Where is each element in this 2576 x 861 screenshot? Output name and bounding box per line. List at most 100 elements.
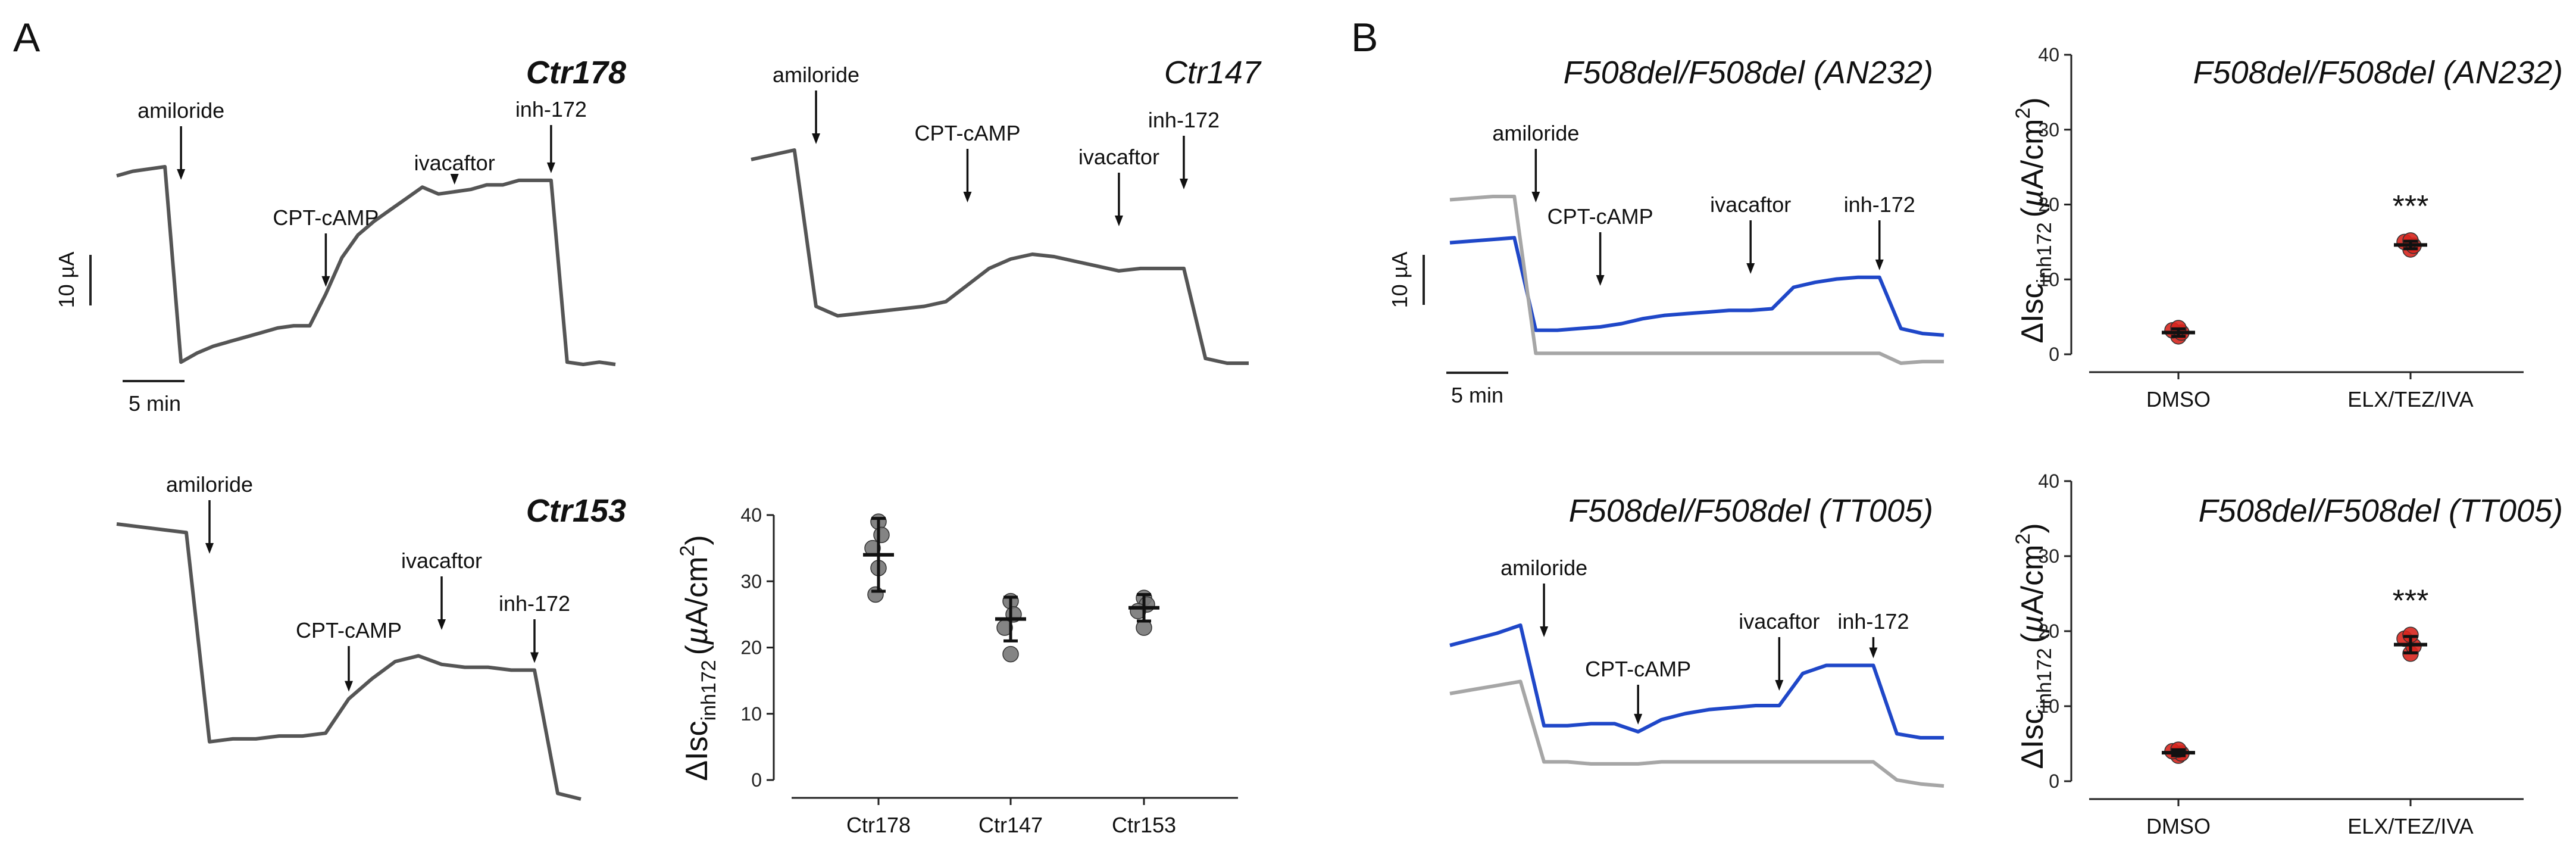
trace-line-0 [751,148,1249,365]
annotation-arrow-head [1875,259,1884,270]
annotation-label-inh-172: inh-172 [1837,609,1909,634]
annotation-arrow-head [1531,192,1540,202]
annotation-arrow-head [321,276,330,287]
svg-text:ΔIscinh172(µA/cm2): ΔIscinh172(µA/cm2) [2012,97,2056,343]
data-point [1002,645,1019,663]
scale-label-current-a: 10 µA [54,252,79,308]
y-tick-label: 10 [2038,695,2059,717]
annotation-label-cpt-camp: CPT-cAMP [1585,657,1691,681]
annotation-arrow-head [1540,626,1549,637]
scatter-title-tt005: F508del/F508del (TT005) [2199,493,2563,529]
annotation-label-amiloride: amiloride [773,63,859,87]
scale-label-current-b: 10 µA [1387,252,1412,308]
y-tick-label: 20 [2038,620,2059,642]
annotation-arrow-head [812,133,821,144]
annotation-label-inh-172: inh-172 [515,97,587,121]
panel-label-a: A [13,15,40,60]
annotation-arrow-head [1179,179,1188,189]
trace-line-0 [1449,623,1944,740]
annotation-arrow-head [205,543,214,554]
x-tick-label-ctr178: Ctr178 [846,813,911,837]
annotation-label-inh-172: inh-172 [1844,192,1915,217]
annotation-label-cpt-camp: CPT-cAMP [914,121,1020,145]
trace-line-0 [116,522,582,801]
svg-text:ΔIscinh172(µA/cm2): ΔIscinh172(µA/cm2) [2012,523,2056,769]
y-tick-label: 40 [2038,470,2059,492]
annotation-label-amiloride: amiloride [137,98,224,123]
y-tick-label: 40 [740,504,762,526]
scatter-title-an232: F508del/F508del (AN232) [2193,55,2563,91]
y-tick-label: 20 [740,637,762,659]
annotation-label-ivacaftor: ivacaftor [401,548,482,573]
annotation-arrow-head [1869,647,1878,659]
annotation-label-amiloride: amiloride [1492,121,1579,145]
y-tick-label: 40 [2038,44,2059,65]
data-point [867,586,884,603]
annotation-label-ivacaftor: ivacaftor [1739,609,1820,634]
annotation-arrow-head [546,162,555,173]
y-tick-label: 20 [2038,194,2059,216]
annotation-label-amiloride: amiloride [1500,556,1587,580]
ylabel-tt005: ΔIscinh172(µA/cm2) [2012,523,2056,769]
x-tick-label-ctr153: Ctr153 [1112,813,1176,837]
significance-marker: *** [2393,584,2429,618]
data-point [873,526,890,544]
y-tick-label: 0 [2049,344,2059,365]
x-tick-label-elx-tez-iva: ELX/TEZ/IVA [2347,814,2473,838]
trace-title-ctr153: Ctr153 [526,493,626,529]
annotation-arrow-head [1634,713,1643,725]
annotation-arrow-head [345,681,353,692]
trace-line-1 [1449,679,1944,788]
trace-title-ctr147: Ctr147 [1164,55,1262,91]
annotation-label-cpt-camp: CPT-cAMP [1548,204,1653,229]
scale-label-time-a: 5 min [129,391,181,416]
scale-bar-a: 10 µA 5 min [54,252,185,416]
x-tick-label-ctr147: Ctr147 [978,813,1043,837]
annotation-label-ivacaftor: ivacaftor [414,151,495,175]
annotation-arrow-head [1596,275,1605,286]
significance-marker: *** [2393,189,2429,224]
annotation-label-cpt-camp: CPT-cAMP [296,618,402,642]
annotation-arrow-head [1775,680,1784,691]
y-tick-label: 0 [751,769,762,791]
x-tick-label-dmso: DMSO [2146,387,2211,411]
scale-bar-b: 10 µA 5 min [1387,252,1508,407]
trace-line-0 [1449,236,1944,337]
scale-label-time-b: 5 min [1451,383,1503,407]
svg-text:ΔIscinh172(µA/cm2): ΔIscinh172(µA/cm2) [676,535,720,781]
trace-line-1 [1449,195,1944,365]
annotation-label-inh-172: inh-172 [1148,108,1220,132]
y-tick-label: 10 [2038,269,2059,290]
annotation-arrow-head [963,192,972,202]
annotation-label-inh-172: inh-172 [499,591,570,616]
trace-title-ctr178: Ctr178 [526,55,626,91]
trace-title-tt005: F508del/F508del (TT005) [1569,493,1933,529]
annotation-label-ivacaftor: ivacaftor [1078,145,1159,169]
trace-line-0 [116,165,616,366]
y-tick-label: 0 [2049,770,2059,792]
x-tick-label-dmso: DMSO [2146,814,2211,838]
ylabel-ctr: ΔIscinh172(µA/cm2) [676,535,720,781]
y-tick-label: 10 [740,703,762,725]
annotation-arrow-head [177,169,186,180]
panel-label-b: B [1351,15,1378,60]
annotation-arrow-head [530,652,539,663]
trace-title-an232: F508del/F508del (AN232) [1564,55,1933,91]
annotation-arrow-head [437,619,446,630]
annotation-arrow-head [450,173,459,185]
annotation-arrow-head [1114,216,1123,226]
y-tick-label: 30 [740,570,762,592]
y-tick-label: 30 [2038,545,2059,567]
annotation-arrow-head [1746,263,1755,274]
y-tick-label: 30 [2038,119,2059,141]
annotation-label-ivacaftor: ivacaftor [1710,192,1791,217]
